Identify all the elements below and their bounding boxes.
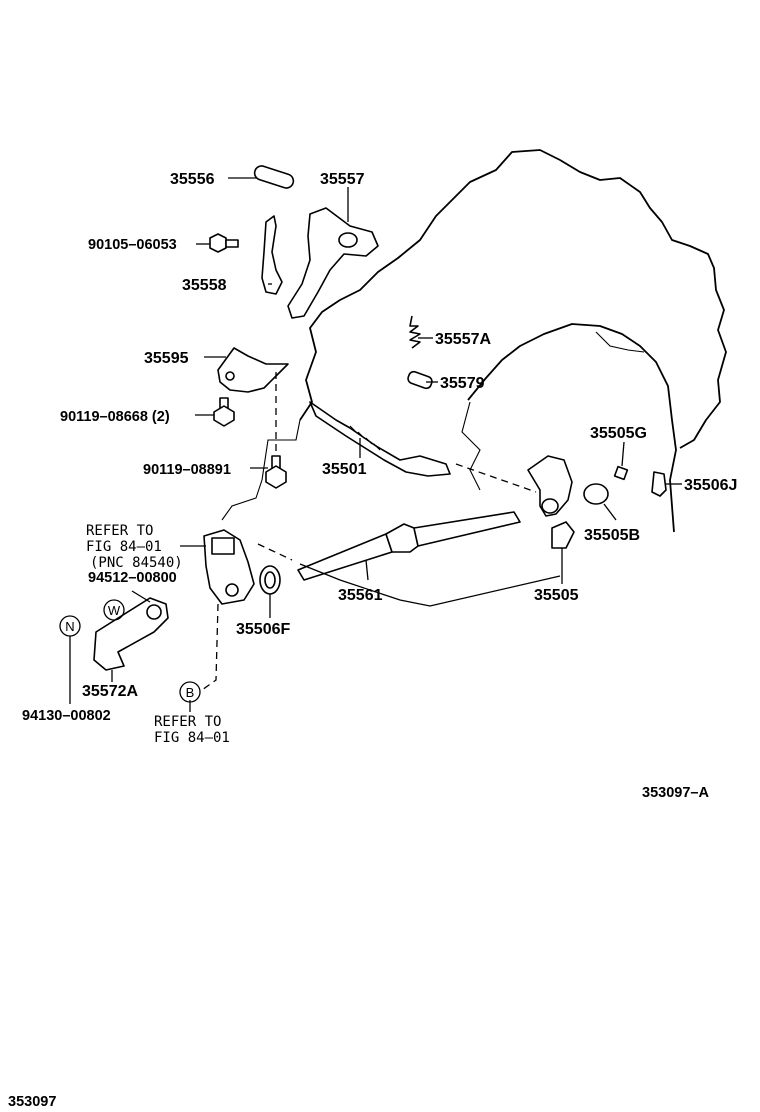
svg-text:W: W	[108, 603, 121, 618]
label-94512-00800: 94512–00800	[88, 570, 177, 586]
label-35505: 35505	[534, 587, 579, 604]
refer-to-2-line-1: REFER TO	[154, 714, 221, 730]
refer-to-2-line-2: FIG 84–01	[154, 730, 230, 746]
label-35557: 35557	[320, 171, 365, 188]
part-neutral-start-switch	[203, 529, 255, 605]
label-35556: 35556	[170, 171, 215, 188]
part-35579-pin	[407, 370, 433, 390]
part-35505B-bushing	[583, 483, 609, 505]
label-35506J: 35506J	[684, 477, 737, 494]
part-35556-pin	[253, 165, 295, 189]
part-35505G-pin	[613, 465, 629, 481]
label-35557A: 35557A	[435, 331, 491, 348]
part-90105-bolt	[209, 233, 239, 253]
label-35595: 35595	[144, 350, 189, 367]
part-90119-08668-bolt	[213, 397, 235, 427]
part-35505-lever	[527, 455, 575, 549]
part-35557A-spring	[409, 315, 421, 349]
part-35501-shift-rod	[309, 401, 451, 477]
circle-symbol-b: B	[179, 681, 201, 703]
circle-symbol-n: N	[59, 615, 81, 637]
page-code: 353097	[8, 1094, 56, 1110]
part-35506J-clip	[651, 471, 667, 497]
svg-text:N: N	[65, 619, 74, 634]
figure-code: 353097–A	[642, 785, 709, 801]
label-90119-08668: 90119–08668 (2)	[60, 409, 170, 425]
phantom-lines	[201, 372, 537, 691]
refer-to-line-3: (PNC 84540)	[90, 555, 183, 571]
svg-text:B: B	[186, 685, 195, 700]
part-35558-spring	[261, 215, 283, 295]
part-90119-08891-bolt	[265, 455, 287, 489]
label-35506F: 35506F	[236, 621, 290, 638]
label-35561: 35561	[338, 587, 383, 604]
label-35572A: 35572A	[82, 683, 138, 700]
label-90119-08891: 90119–08891	[143, 462, 231, 478]
label-35505B: 35505B	[584, 527, 640, 544]
transmission-housing-outline	[221, 149, 727, 533]
label-35501: 35501	[322, 461, 367, 478]
leader-lines	[69, 177, 682, 712]
label-90105-06053: 90105–06053	[88, 237, 177, 253]
label-35579: 35579	[440, 375, 485, 392]
label-35505G: 35505G	[590, 425, 647, 442]
part-35506F-oil-seal	[259, 565, 281, 595]
part-35572A-bracket	[93, 597, 169, 671]
part-35595-bracket	[217, 347, 289, 393]
label-35558: 35558	[182, 277, 227, 294]
part-35561-shaft	[297, 511, 521, 581]
refer-to-line-1: REFER TO	[86, 523, 153, 539]
label-94130-00802: 94130–00802	[22, 708, 111, 724]
part-35557-lever	[287, 207, 379, 319]
circle-symbol-w: W	[103, 599, 125, 621]
refer-to-line-2: FIG 84–01	[86, 539, 162, 555]
